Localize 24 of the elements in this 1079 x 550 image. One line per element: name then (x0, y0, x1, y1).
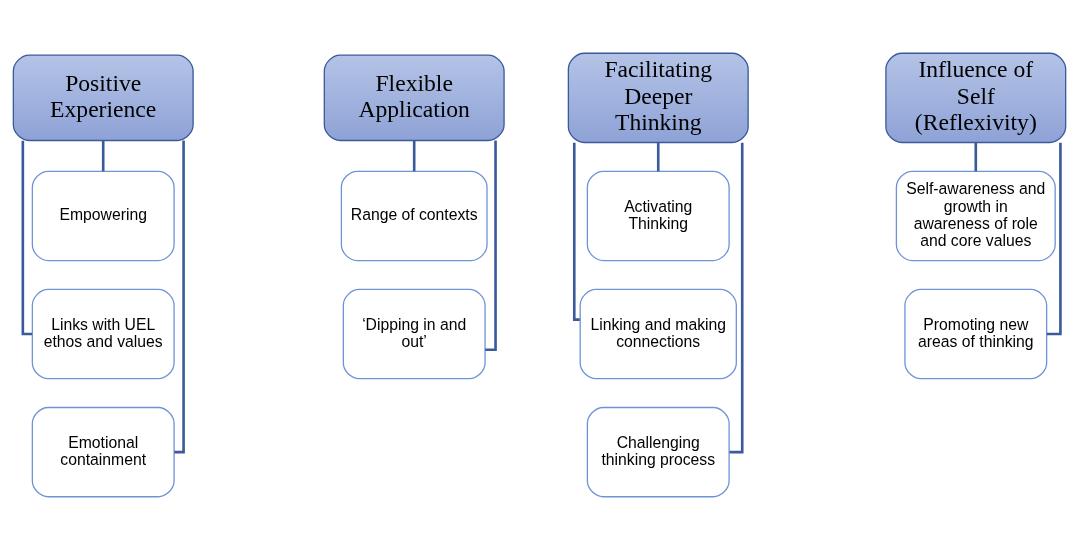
node-box: Influence of Self (Reflexivity) (885, 52, 1067, 144)
connector (174, 140, 185, 454)
node-box: Promoting new areas of thinking (904, 288, 1048, 380)
node-box: Self-awareness and growth in awareness of role and core values (895, 170, 1056, 262)
node-box: Activating Thinking (586, 170, 730, 262)
connector (1046, 142, 1062, 336)
connector (21, 140, 33, 336)
node-box: Links with UEL ethos and values (31, 288, 175, 380)
node-box: Range of contexts (340, 170, 488, 262)
connector (656, 142, 660, 172)
node-box: Emotional containment (31, 406, 175, 498)
node-box: Challenging thinking process (586, 406, 730, 498)
node-box: Positive Experience (12, 54, 194, 142)
node-box: Empowering (31, 170, 175, 262)
connector (412, 140, 416, 172)
connector (974, 142, 978, 172)
node-box: ‘Dipping in and out’ (342, 288, 486, 380)
node-box: Flexible Application (323, 54, 505, 142)
connector (485, 140, 497, 352)
node-box: Linking and making connections (579, 288, 737, 380)
connector (101, 140, 105, 172)
connector (729, 142, 744, 454)
connector (572, 142, 580, 321)
node-box: Facilitating Deeper Thinking (567, 52, 749, 144)
